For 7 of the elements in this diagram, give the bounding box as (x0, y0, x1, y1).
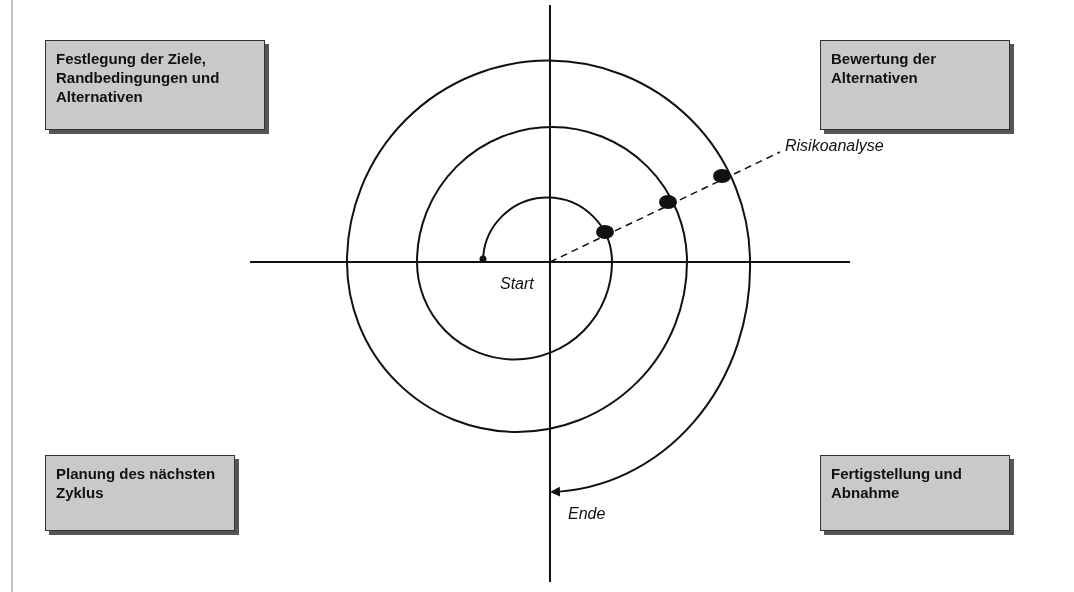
quadrant-heading: Bewertung der Alternativen (831, 49, 937, 87)
risk-analysis-label: Risikoanalyse (785, 137, 884, 155)
quadrant-heading: Fertigstellung und Abnahme (831, 464, 963, 502)
end-label: Ende (568, 505, 606, 523)
quadrant-heading: Planung des nächsten Zyklus (56, 464, 217, 502)
start-label: Start (500, 275, 534, 293)
quadrant-heading: Festlegung der Ziele, Randbedingungen und Alternativen (56, 49, 221, 106)
